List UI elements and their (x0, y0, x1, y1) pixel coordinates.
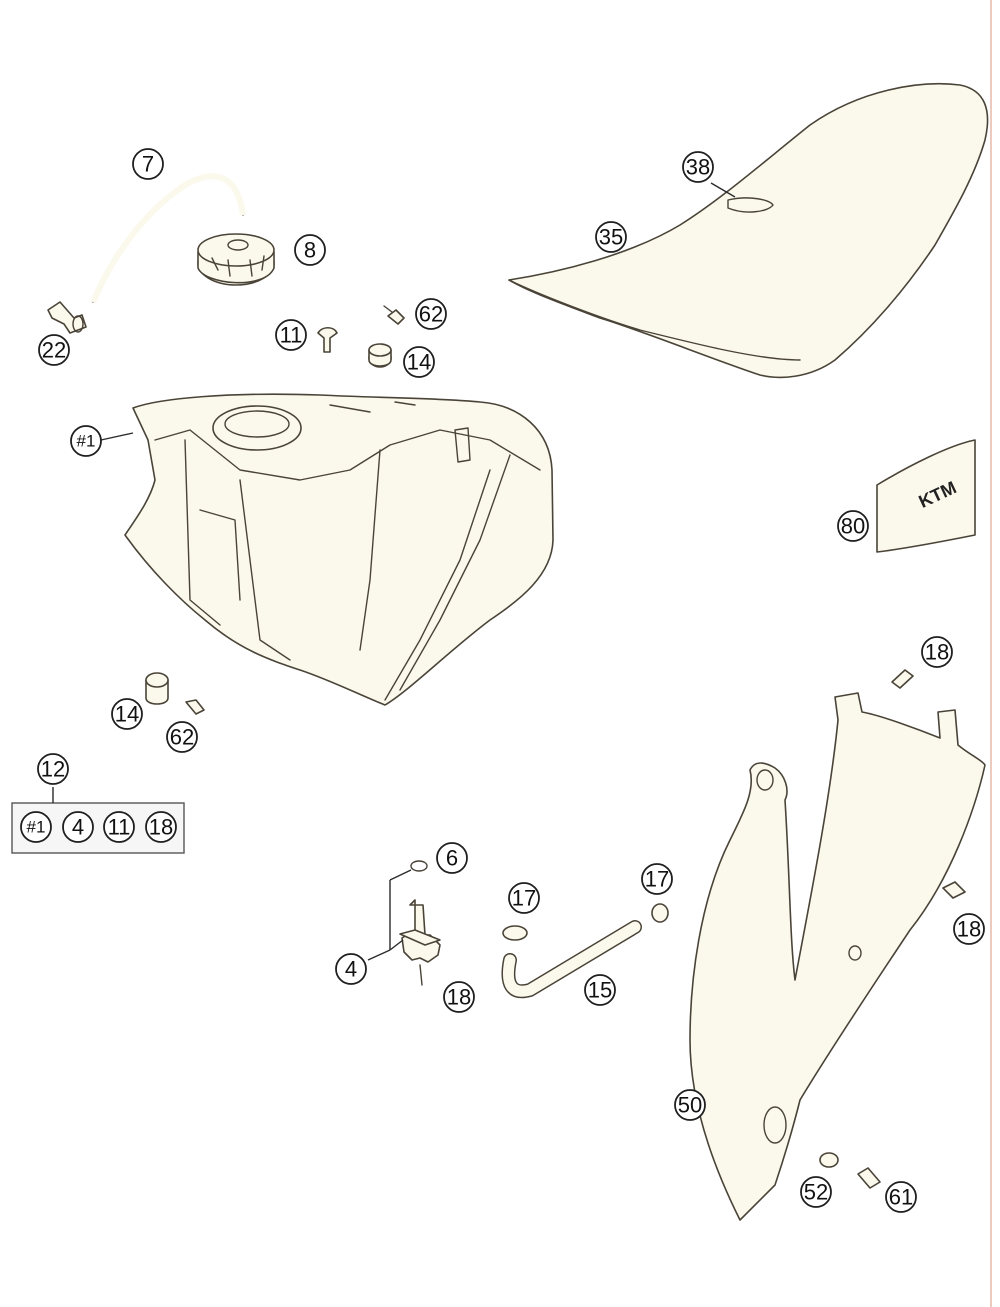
callout-35-label: 35 (599, 225, 623, 250)
callout-18-tap: 18 (443, 981, 475, 1013)
callout-7: 7 (132, 148, 164, 180)
callout-8-label: 8 (304, 238, 316, 263)
callout-18-top: 18 (921, 636, 953, 668)
callout-14-top-label: 14 (407, 350, 431, 375)
fuel-tank (124, 393, 554, 706)
callout-38-label: 38 (686, 155, 710, 180)
callout-50: 50 (674, 1089, 706, 1121)
leader-lines (52, 182, 736, 961)
side-panel (689, 692, 986, 1221)
kit-item-4-label: 4 (72, 815, 84, 840)
breather-hose (90, 173, 246, 304)
callout-52: 52 (800, 1176, 832, 1208)
kit-item-1: #1 (20, 811, 52, 843)
screw-62-bottom (185, 699, 205, 715)
kit-item-18: 18 (145, 811, 177, 843)
callout-18-tap-label: 18 (447, 985, 471, 1010)
kit-item-1-label: #1 (27, 818, 46, 837)
callout-11-label: 11 (280, 323, 303, 348)
callout-22-label: 22 (42, 338, 66, 363)
spacer-14-top (368, 343, 392, 368)
washer-52 (819, 1152, 839, 1168)
seat (508, 82, 989, 379)
callout-4: 4 (335, 953, 367, 985)
callout-18-side-label: 18 (957, 917, 981, 942)
kit-item-11-label: 11 (108, 815, 131, 840)
callout-6-label: 6 (446, 846, 458, 871)
screw-18-side (942, 881, 966, 899)
callout-50-label: 50 (678, 1093, 702, 1118)
callout-14-bottom-label: 14 (115, 702, 139, 727)
fuel-cap (197, 233, 275, 286)
callout-15-label: 15 (588, 978, 612, 1003)
ktm-sticker: KTM (876, 439, 976, 553)
screw-62-top (383, 305, 405, 325)
callout-4-label: 4 (345, 957, 357, 982)
callout-14-top: 14 (403, 346, 435, 378)
hose-clamp-left (502, 925, 528, 941)
kit-item-11: 11 (103, 811, 135, 843)
callout-62-top: 62 (415, 298, 447, 330)
callout-6: 6 (436, 842, 468, 874)
callout-12-label: 12 (41, 757, 65, 782)
callout-11: 11 (275, 319, 307, 351)
callout-35: 35 (595, 221, 627, 253)
callout-18-side: 18 (953, 913, 985, 945)
callout-14-bottom: 14 (111, 698, 143, 730)
callout-22: 22 (38, 334, 70, 366)
kit-item-18-label: 18 (149, 815, 173, 840)
callout-61: 61 (885, 1181, 917, 1213)
callout-tank-1: #1 (70, 425, 102, 457)
callout-12: 12 (37, 753, 69, 785)
spacer-14-bottom (145, 672, 169, 705)
screw-11 (317, 326, 338, 353)
callout-15: 15 (584, 974, 616, 1006)
callout-17-left-label: 17 (512, 886, 536, 911)
screw-18-top (891, 669, 914, 689)
elbow-fitting (47, 301, 87, 334)
callout-8: 8 (294, 234, 326, 266)
callout-80-label: 80 (841, 514, 865, 539)
callout-7-label: 7 (142, 152, 154, 177)
hose-clamp-right (651, 903, 669, 923)
callout-18-top-label: 18 (925, 640, 949, 665)
callout-80: 80 (837, 510, 869, 542)
fuel-hose (501, 920, 642, 999)
callout-62-bottom: 62 (166, 721, 198, 753)
callout-52-label: 52 (804, 1180, 828, 1205)
callout-38: 38 (682, 151, 714, 183)
callout-17-right-label: 17 (645, 867, 669, 892)
callout-62-bottom-label: 62 (170, 725, 194, 750)
screw-61 (857, 1167, 881, 1189)
callout-17-right: 17 (641, 863, 673, 895)
callout-61-label: 61 (889, 1185, 913, 1210)
kit-item-4: 4 (62, 811, 94, 843)
callout-62-top-label: 62 (419, 302, 443, 327)
callout-tank-1-label: #1 (77, 432, 96, 451)
callout-17-left: 17 (508, 882, 540, 914)
fuel-tap (399, 860, 441, 986)
